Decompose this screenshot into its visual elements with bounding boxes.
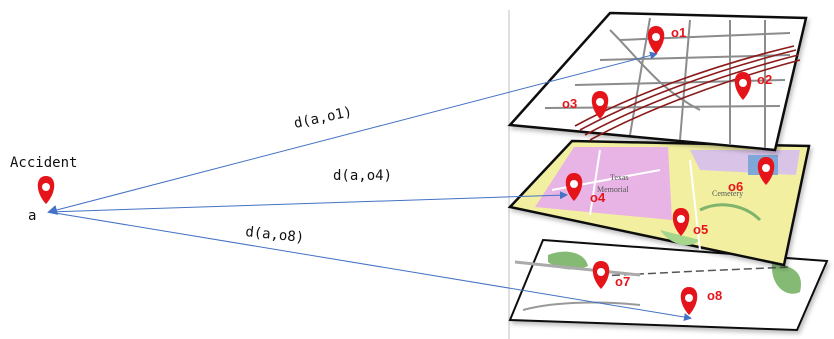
pin-o3-icon — [591, 91, 609, 119]
arrow-a-o1 — [47, 51, 658, 215]
svg-text:Cemetery: Cemetery — [712, 189, 743, 198]
distance-arrows — [47, 51, 692, 321]
pin-o7-icon — [592, 261, 610, 289]
pin-o5-icon — [672, 208, 690, 236]
pin-o2-icon — [734, 72, 752, 100]
pin-o4-icon — [565, 173, 583, 201]
distance-label-o1: d(a,o1) — [293, 104, 354, 132]
arrow-a-o4 — [48, 191, 568, 213]
pin-o3-label: o3 — [562, 96, 577, 111]
svg-text:Texas: Texas — [610, 173, 629, 182]
distance-label-o8: d(a,o8) — [245, 224, 305, 246]
pin-o4-label: o4 — [590, 190, 606, 205]
accident-title: Accident — [10, 155, 77, 171]
pin-o1-label: o1 — [671, 25, 686, 40]
pin-o5-label: o5 — [693, 222, 708, 237]
pin-o6-label: o6 — [728, 179, 743, 194]
distance-label-o4: d(a,o4) — [333, 168, 392, 184]
accident-pin-icon — [37, 176, 55, 204]
map-layer-bottom — [508, 238, 829, 332]
pin-o8-icon — [680, 287, 698, 315]
pin-o2-label: o2 — [757, 72, 772, 87]
pin-o7-label: o7 — [615, 274, 630, 289]
pin-o1-icon — [647, 26, 665, 54]
arrow-a-o8 — [48, 211, 692, 321]
accident-point-label: a — [28, 208, 36, 224]
pin-o8-label: o8 — [707, 288, 722, 303]
pin-o6-icon — [757, 157, 775, 185]
